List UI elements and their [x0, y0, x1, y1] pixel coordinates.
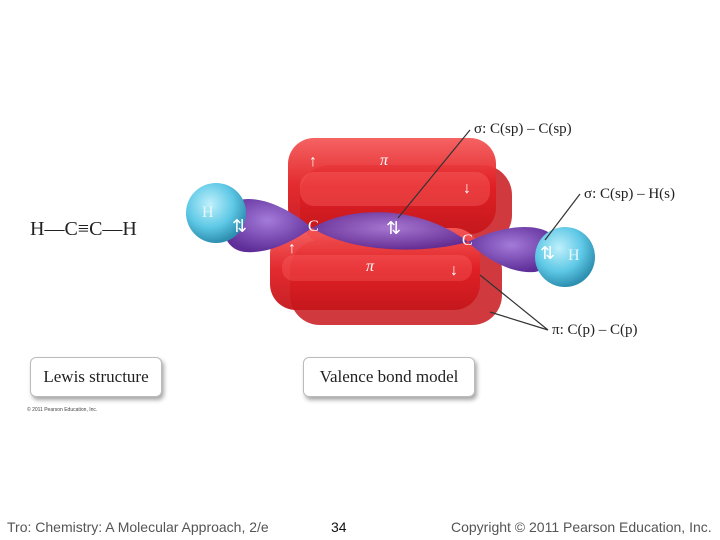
figure-copyright: © 2011 Pearson Education, Inc. [27, 407, 98, 413]
lewis-structure-caption: Lewis structure [30, 357, 162, 397]
pointer-lines [397, 129, 581, 331]
sigma-cc-lobe [312, 212, 468, 250]
footer-page-number: 34 [331, 519, 347, 535]
pi-cc-label: π: C(p) – C(p) [552, 322, 638, 338]
spin-pair-center: ⇅ [386, 218, 402, 238]
spin-pair-right: ⇅ [540, 243, 556, 263]
sigma-cc-label: σ: C(sp) – C(sp) [474, 121, 572, 137]
footer-copyright: Copyright © 2011 Pearson Education, Inc. [451, 519, 712, 535]
arrow-up-bottom: ↑ [288, 240, 296, 257]
valence-caption-text: Valence bond model [319, 367, 459, 386]
pi-top-label: π [380, 152, 389, 169]
arrow-up-top: ↑ [309, 153, 317, 170]
arrow-down-bottom: ↓ [450, 262, 458, 279]
lewis-caption-text: Lewis structure [43, 367, 149, 386]
hydrogen-left-sphere [186, 183, 246, 243]
h-right-label: H [568, 247, 580, 264]
footer-book-title: Tro: Chemistry: A Molecular Approach, 2/… [7, 519, 269, 535]
lewis-structure: H—C≡C—H [30, 218, 137, 240]
c-right-label: C [462, 232, 473, 249]
sigma-ch-right-lobe [468, 227, 555, 273]
hydrogen-right-sphere [535, 227, 595, 287]
arrow-down-top: ↓ [463, 180, 471, 197]
valence-bond-caption: Valence bond model [303, 357, 475, 397]
c-left-label: C [308, 218, 319, 235]
h-left-label: H [202, 204, 214, 221]
sigma-ch-label: σ: C(sp) – H(s) [584, 186, 675, 202]
spin-pair-left: ⇅ [232, 216, 248, 236]
pi-bottom-label: π [366, 258, 375, 275]
